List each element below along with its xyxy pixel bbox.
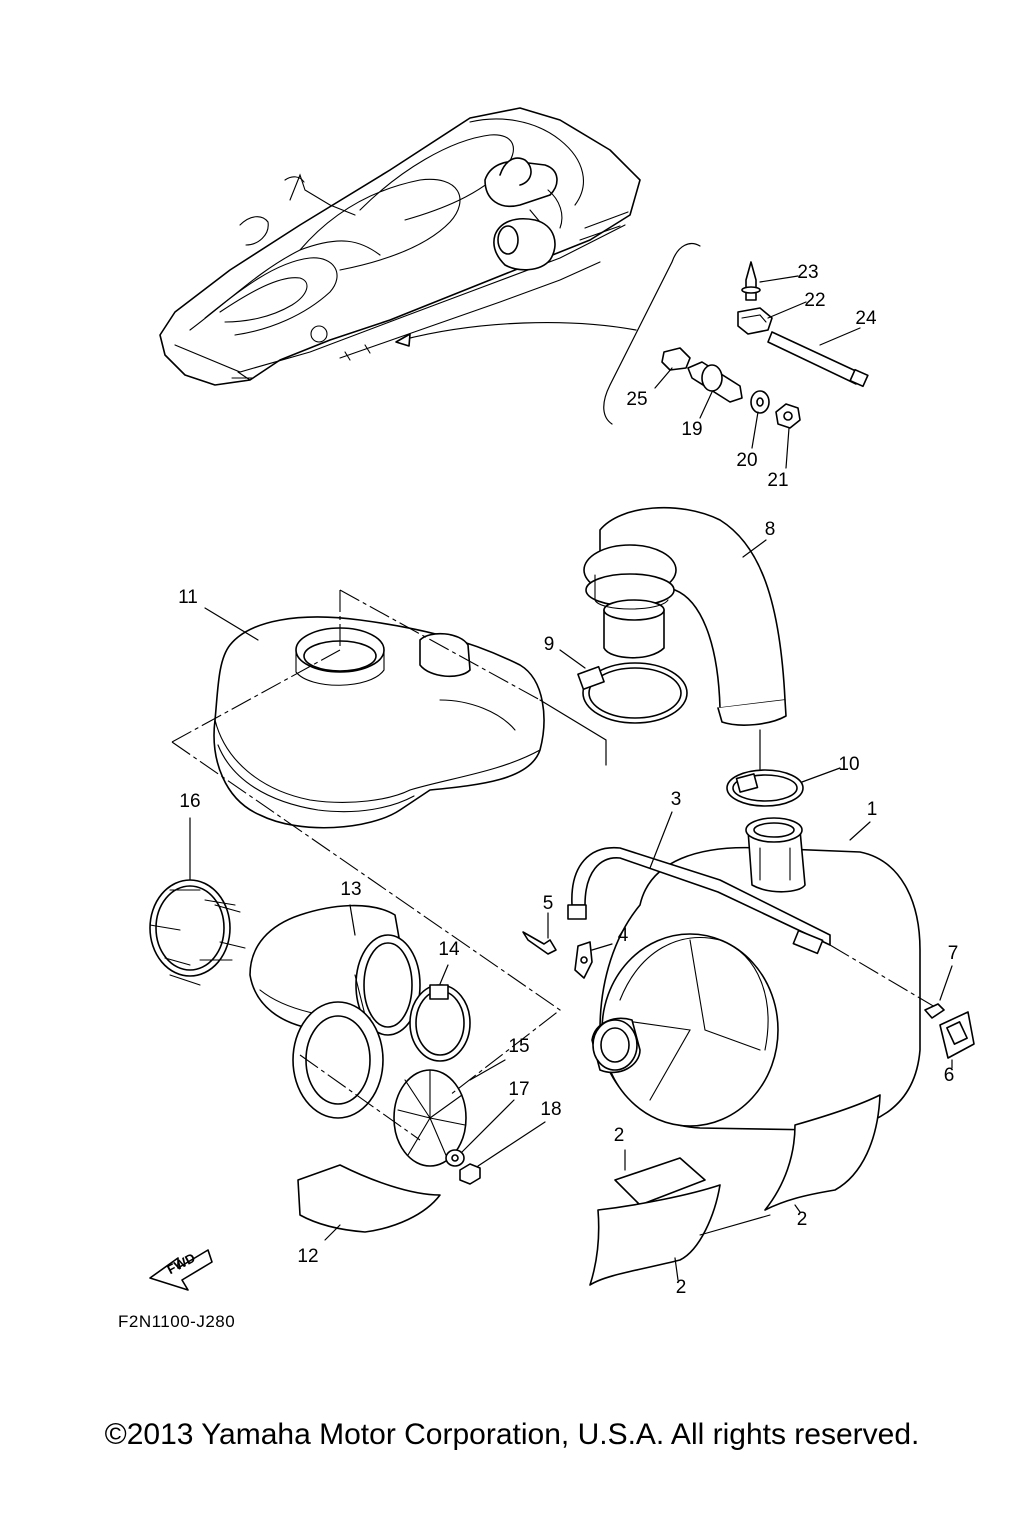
callout-label: 2 bbox=[614, 1125, 625, 1146]
detail-bracket bbox=[395, 242, 701, 425]
part-2-heat-shields bbox=[589, 1094, 881, 1286]
part-16-bolt-ring bbox=[149, 817, 246, 986]
callout-label: 7 bbox=[948, 943, 959, 964]
callout-label: 19 bbox=[681, 419, 702, 440]
callout-label: 14 bbox=[438, 939, 460, 960]
callout-label: 13 bbox=[340, 879, 361, 900]
callout-label: 18 bbox=[540, 1099, 561, 1120]
callout-label: 12 bbox=[297, 1246, 318, 1267]
callout-label: 24 bbox=[855, 308, 877, 329]
callout-label: 2 bbox=[797, 1209, 808, 1230]
part-15-plate bbox=[292, 1001, 506, 1167]
callout-label: 23 bbox=[797, 262, 818, 283]
callout-label: 11 bbox=[178, 587, 198, 608]
part-11-water-lock bbox=[171, 589, 607, 829]
assembly-centerline bbox=[171, 741, 561, 1096]
callout-label: 4 bbox=[618, 925, 629, 946]
callout-label: 6 bbox=[944, 1065, 955, 1086]
callout-label: 21 bbox=[767, 470, 788, 491]
part-3-strap bbox=[567, 811, 941, 1011]
part-9-clamp bbox=[559, 649, 688, 724]
callout-label: 17 bbox=[508, 1079, 529, 1100]
forward-direction-arrow: FWD bbox=[149, 1249, 213, 1291]
callout-label: 3 bbox=[671, 789, 682, 810]
part-14-clamp bbox=[409, 964, 471, 1062]
part-1-muffler bbox=[591, 817, 921, 1131]
copyright-notice: ©2013 Yamaha Motor Corporation, U.S.A. A… bbox=[104, 1418, 920, 1451]
callout-label: 9 bbox=[544, 634, 555, 655]
watercraft-illustration bbox=[159, 107, 641, 386]
callout-label: 2 bbox=[676, 1277, 687, 1298]
callout-label: 22 bbox=[804, 290, 825, 311]
diagram-code: F2N1100-J280 bbox=[118, 1312, 235, 1331]
small-hardware bbox=[522, 912, 975, 1069]
callout-label: 10 bbox=[838, 754, 859, 775]
callout-label: 15 bbox=[508, 1036, 529, 1057]
part-12-heat-shield bbox=[297, 1164, 441, 1241]
callout-label: 20 bbox=[736, 450, 757, 471]
callout-label: 25 bbox=[626, 389, 647, 410]
part-10-clamp bbox=[726, 729, 841, 807]
part-8-exhaust-pipe bbox=[583, 506, 787, 726]
callout-label: 8 bbox=[765, 519, 776, 540]
callout-label: 1 bbox=[867, 799, 878, 820]
callout-label: 5 bbox=[543, 893, 554, 914]
callout-label: 16 bbox=[179, 791, 200, 812]
part-17-18-nut-washer bbox=[445, 1099, 546, 1185]
fastener-detail bbox=[654, 261, 869, 469]
part-13-outlet-pipe bbox=[249, 904, 421, 1036]
